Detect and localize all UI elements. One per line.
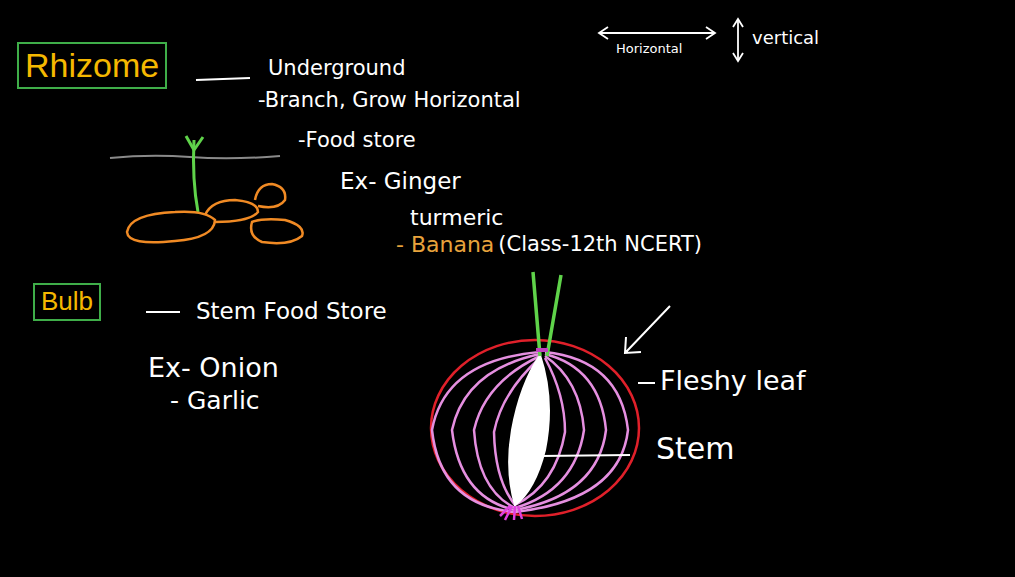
note-text: Ex- Onion [148,352,279,383]
onion-drawing [431,272,639,520]
leader-line [146,311,180,313]
note-text: - Banana [396,232,494,257]
note-text: Stem Food Store [196,298,387,324]
term-box: Rhizome [17,42,167,89]
term-heading: Bulb [41,287,93,317]
rhizome-drawing [127,184,303,243]
term-heading: Rhizome [25,46,159,85]
note-text: Ex- Ginger [340,168,461,194]
note-text: Horizontal [616,42,682,57]
note-text: -Food store [298,128,416,152]
shoot [194,140,199,212]
shoot-leaf [186,136,203,150]
note-text: - Garlic [170,387,260,416]
leader-line [196,78,250,80]
note-text: Fleshy leaf [660,365,806,396]
note-text: vertical [752,28,819,49]
note-text: -Branch, Grow Horizontal [258,88,521,112]
note-text: Underground [268,56,406,80]
leader-line [540,306,670,456]
direction-arrows [599,19,743,61]
note-text: (Class-12th NCERT) [498,232,702,256]
term-box: Bulb [33,283,101,321]
note-text: turmeric [410,205,503,230]
note-text: Stem [656,432,735,467]
